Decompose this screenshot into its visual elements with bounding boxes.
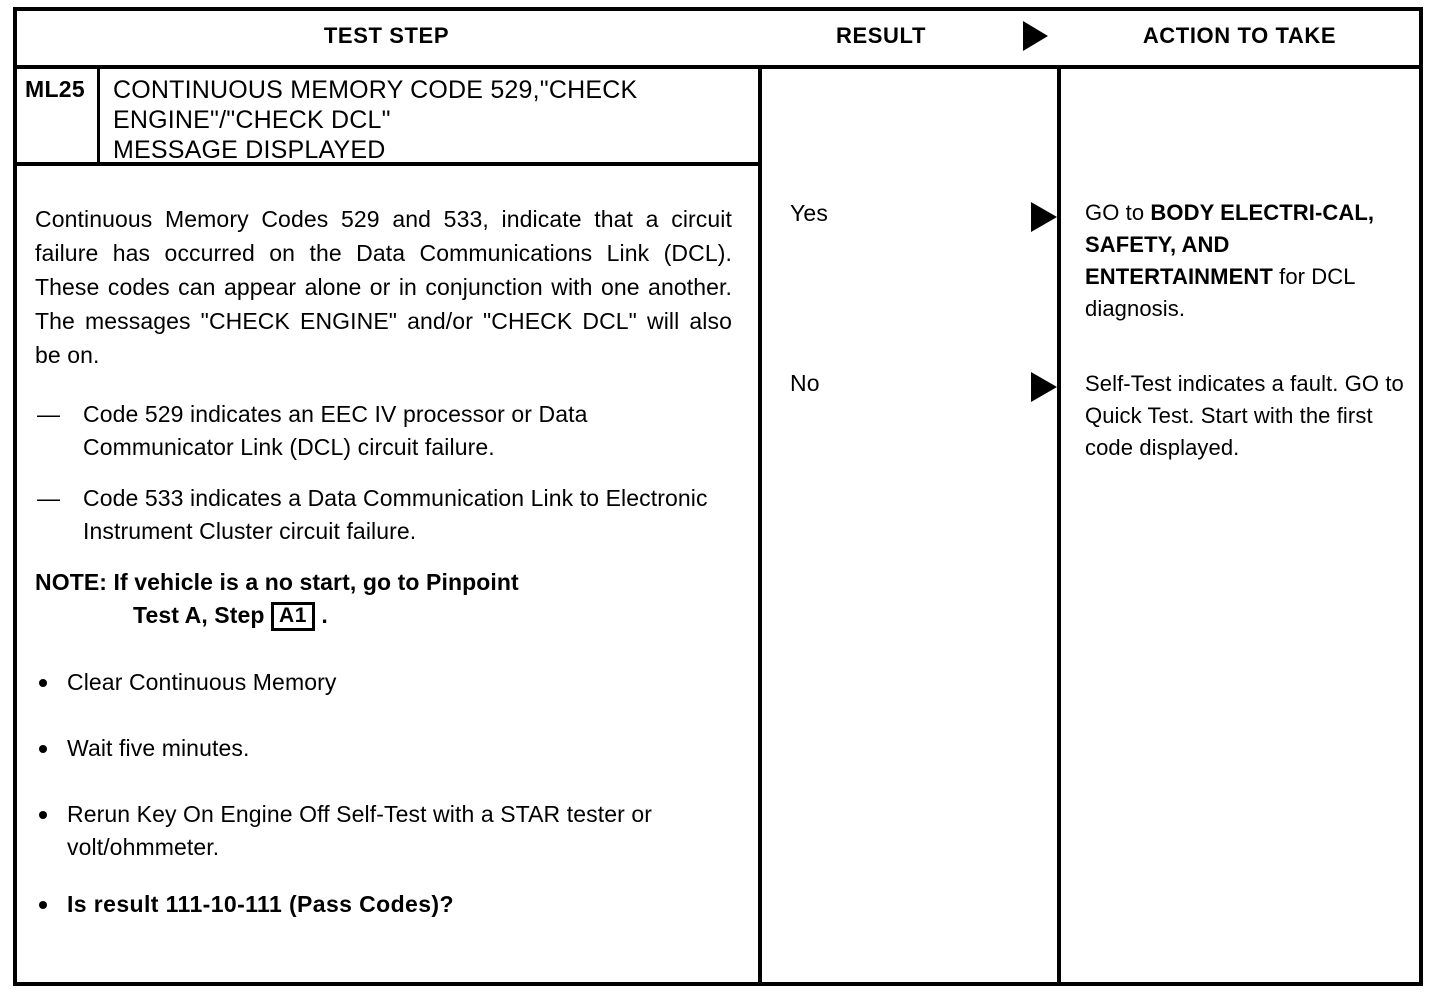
dash-item: — Code 533 indicates a Data Communicatio… [35, 482, 732, 548]
column-header-result-label: RESULT [836, 23, 926, 48]
step-paragraph: Continuous Memory Codes 529 and 533, ind… [35, 206, 732, 368]
list-item-text: Rerun Key On Engine Off Self-Test with a… [67, 801, 653, 860]
list-item-text: Wait five minutes. [67, 735, 250, 761]
em-dash-marker: — [37, 485, 61, 511]
divider-result-action [1057, 69, 1061, 986]
list-item: Clear Continuous Memory [35, 666, 732, 699]
column-header-action-to-take: ACTION TO TAKE [1142, 23, 1337, 48]
step-title-block: ML25 CONTINUOUS MEMORY CODE 529,"CHECK E… [13, 69, 758, 166]
result-row-yes: Yes [762, 200, 1057, 234]
note-line-1: NOTE: If vehicle is a no start, go to Pi… [35, 569, 519, 595]
step-title: CONTINUOUS MEMORY CODE 529,"CHECK ENGINE… [113, 76, 638, 164]
note-line-2: Test A, Step A1 . [35, 599, 732, 632]
right-triangle-icon [1023, 21, 1048, 51]
column-header-result-inner: RESULT [760, 7, 1060, 65]
note-block: NOTE: If vehicle is a no start, go to Pi… [35, 566, 732, 632]
column-header-test-step: TEST STEP [323, 23, 450, 48]
list-item: Is result 111-10-111 (Pass Codes)? [35, 888, 732, 921]
action-row-no: Self-Test indicates a fault. GO to Quick… [1085, 368, 1415, 464]
pinpoint-step-ref-box[interactable]: A1 [271, 602, 315, 631]
action-row-yes: GO to BODY ELECTRI-CAL, SAFETY, AND ENTE… [1085, 197, 1415, 325]
action-text-prefix: GO to [1085, 200, 1151, 225]
bullet-dot-icon [39, 901, 47, 909]
note-line-2-suffix: . [314, 602, 328, 628]
result-label: Yes [790, 200, 829, 226]
list-item-text: Clear Continuous Memory [67, 669, 337, 695]
dash-item-text: Code 533 indicates a Data Communication … [83, 485, 708, 544]
result-label: No [790, 370, 820, 396]
list-item-text: Is result 111-10-111 (Pass Codes)? [67, 891, 454, 917]
dash-item: — Code 529 indicates an EEC IV processor… [35, 398, 732, 464]
bullet-dot-icon [39, 679, 47, 687]
list-item: Rerun Key On Engine Off Self-Test with a… [35, 798, 732, 864]
divider-test-step-result [758, 69, 762, 986]
bullet-dot-icon [39, 811, 47, 819]
step-id-badge: ML25 [13, 69, 100, 162]
column-header-result: RESULT [760, 7, 1060, 65]
test-step-body: Continuous Memory Codes 529 and 533, ind… [13, 166, 758, 986]
action-text-emphasis: BODY ELECTRI-CAL, SAFETY, AND ENTERTAINM… [1085, 200, 1375, 289]
dash-item-text: Code 529 indicates an EEC IV processor o… [83, 401, 588, 460]
action-text-suffix: for DCL diagnosis. [1085, 264, 1355, 321]
list-item: Wait five minutes. [35, 732, 732, 765]
step-bullet-list: Clear Continuous Memory Wait five minute… [35, 666, 732, 921]
note-line-2-prefix: Test A, Step [133, 602, 272, 628]
action-text: Self-Test indicates a fault. GO to Quick… [1085, 371, 1404, 460]
em-dash-marker: — [37, 401, 61, 427]
right-triangle-icon [1031, 372, 1057, 402]
right-triangle-icon [1031, 202, 1057, 232]
result-row-no: No [762, 370, 1057, 404]
bullet-dot-icon [39, 745, 47, 753]
table-frame [13, 7, 1423, 986]
table-header-row: TEST STEP RESULT ACTION TO TAKE [13, 7, 1423, 69]
